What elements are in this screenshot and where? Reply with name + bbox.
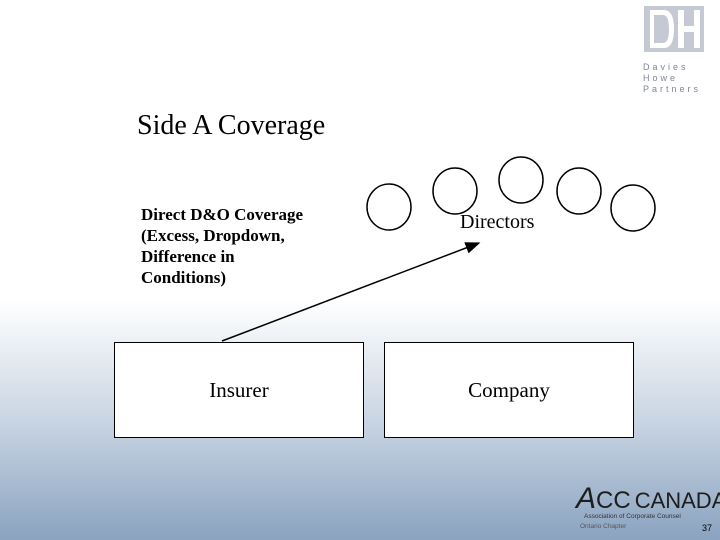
director-circle bbox=[432, 167, 478, 215]
insurer-box: Insurer bbox=[114, 342, 364, 438]
company-label: Company bbox=[468, 377, 550, 402]
firm-logo bbox=[644, 6, 704, 52]
coverage-line: Difference in bbox=[141, 247, 235, 266]
coverage-line: (Excess, Dropdown, bbox=[141, 226, 285, 245]
acc-letter-a: A bbox=[576, 482, 597, 515]
director-circle bbox=[498, 156, 544, 204]
insurer-label: Insurer bbox=[209, 377, 269, 402]
firm-name: Davies Howe Partners bbox=[643, 62, 715, 95]
firm-name-line: Davies bbox=[643, 62, 689, 72]
director-circle bbox=[556, 167, 602, 215]
directors-label: Directors bbox=[460, 211, 535, 233]
slide-title: Side A Coverage bbox=[137, 110, 326, 141]
firm-name-line: Howe bbox=[643, 73, 679, 83]
company-box: Company bbox=[384, 342, 634, 438]
director-circle bbox=[366, 183, 412, 231]
acc-subtitle: Association of Corporate Counsel bbox=[584, 513, 681, 520]
firm-name-line: Partners bbox=[643, 84, 702, 94]
acc-canada-text: CANADA bbox=[634, 488, 720, 513]
page-number: 37 bbox=[702, 523, 713, 533]
firm-logo-mark bbox=[644, 6, 704, 52]
acc-chapter: Ontario Chapter bbox=[580, 523, 627, 530]
coverage-line: Direct D&O Coverage bbox=[141, 205, 304, 224]
coverage-line: Conditions) bbox=[141, 268, 227, 287]
director-circle bbox=[610, 184, 656, 232]
acc-letters-cc: CC bbox=[596, 487, 631, 514]
coverage-description: Direct D&O Coverage (Excess, Dropdown, D… bbox=[141, 204, 341, 288]
